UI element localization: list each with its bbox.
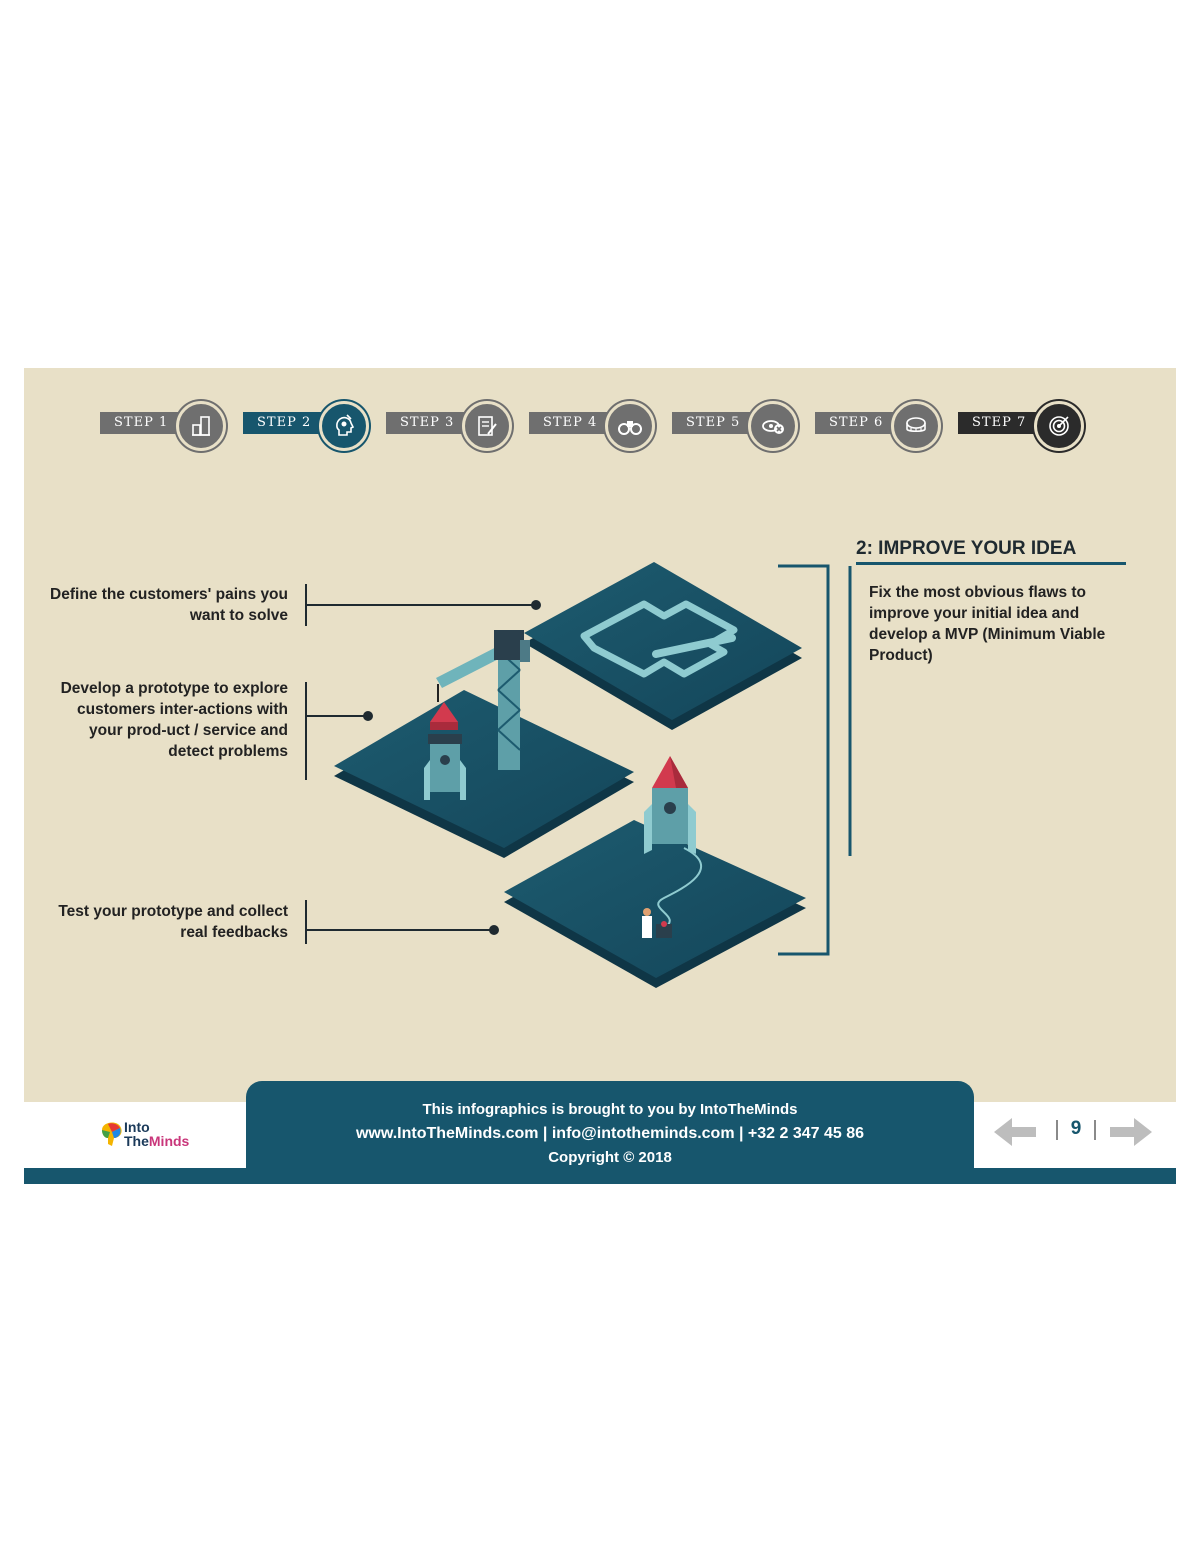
footer-panel: This infographics is brought to you by I…	[246, 1081, 974, 1184]
slide: STEP 1 STEP 2 STEP 3 STEP 4 STEP 5	[24, 368, 1176, 1184]
intotheminds-logo[interactable]: Into TheMinds	[98, 1116, 208, 1156]
isometric-illustration	[305, 562, 852, 988]
pager-separator-left	[1056, 1120, 1058, 1140]
logo-text-minds: Minds	[148, 1133, 190, 1149]
binoculars-icon	[605, 401, 655, 451]
target-icon	[1034, 401, 1084, 451]
step-5[interactable]: STEP 5	[672, 401, 800, 451]
lab-flask-icon	[176, 401, 226, 451]
step-3[interactable]: STEP 3	[386, 401, 514, 451]
idea-tile	[524, 562, 802, 730]
step-4[interactable]: STEP 4	[529, 401, 657, 451]
test-tile	[504, 756, 806, 988]
arrow-left-icon[interactable]	[994, 1116, 1038, 1148]
footer-contact[interactable]: www.IntoTheMinds.com | info@intotheminds…	[355, 1125, 865, 1142]
logo-text-line2: TheMinds	[124, 1134, 189, 1148]
page-number: 9	[1070, 1118, 1082, 1139]
head-idea-icon	[319, 401, 369, 451]
label-connectors	[305, 584, 541, 944]
label-define-pains: Define the customers' pains you want to …	[50, 586, 288, 624]
label-develop-prototype: Develop a prototype to explore customers…	[60, 680, 288, 760]
tape-measure-icon	[891, 401, 941, 451]
step-7[interactable]: STEP 7	[958, 401, 1086, 451]
section-description: Fix the most obvious flaws to improve yo…	[869, 584, 1106, 664]
step-1[interactable]: STEP 1	[100, 401, 228, 451]
pager-separator-right	[1094, 1120, 1096, 1140]
logo-text-line1: Into	[124, 1119, 150, 1135]
logo-text-the: The	[124, 1133, 149, 1149]
label-test-prototype: Test your prototype and collect real fee…	[58, 903, 288, 941]
page-navigation: 9	[994, 1114, 1154, 1154]
step-progress-bar: STEP 1 STEP 2 STEP 3 STEP 4 STEP 5	[100, 401, 1100, 451]
footer-credit: This infographics is brought to you by I…	[422, 1101, 798, 1118]
step-2[interactable]: STEP 2	[243, 401, 371, 451]
section-title: 2: IMPROVE YOUR IDEA	[856, 538, 1126, 565]
eye-cross-icon	[748, 401, 798, 451]
document-pencil-icon	[462, 401, 512, 451]
step-6[interactable]: STEP 6	[815, 401, 943, 451]
footer-copyright: Copyright © 2018	[548, 1149, 672, 1166]
section-bracket	[778, 564, 852, 956]
brain-logo-icon	[102, 1122, 122, 1146]
arrow-right-icon[interactable]	[1108, 1116, 1152, 1148]
prototype-tile	[334, 630, 634, 858]
